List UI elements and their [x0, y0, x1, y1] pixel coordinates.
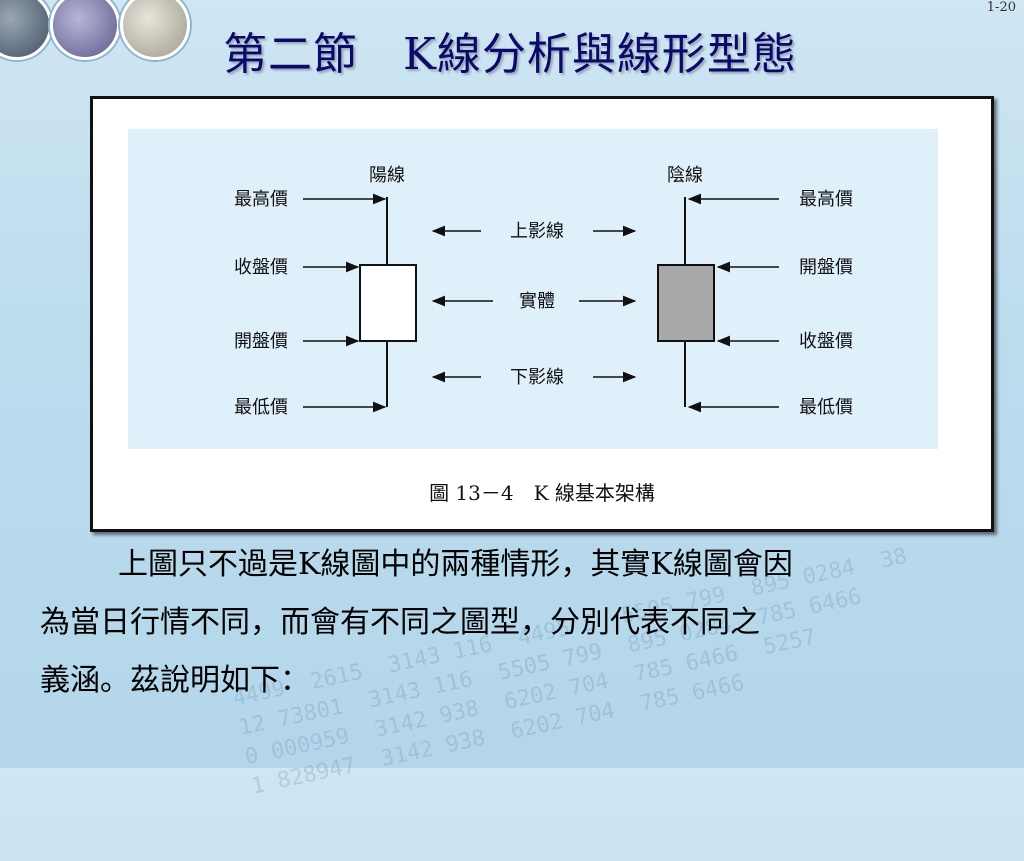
- slide-number: 1-20: [986, 0, 1016, 15]
- decorative-circle-image: [0, 0, 52, 60]
- figure-caption: 圖 13－4 K 線基本架構: [429, 481, 655, 505]
- candlestick-diagram: 陽線 陰線 最高價 收盤價 開盤價 最低價 最高價 開盤價 收盤價 最低價 上影…: [128, 129, 938, 449]
- right-label-high: 最高價: [799, 189, 853, 210]
- left-label-high: 最高價: [234, 189, 288, 210]
- decorative-circle-image: [50, 0, 120, 60]
- lower-shadow-label: 下影線: [510, 367, 564, 388]
- yang-line-label: 陽線: [369, 165, 405, 186]
- body-paragraph: 上圖只不過是K線圖中的兩種情形，其實K線圖會因 為當日行情不同，而會有不同之圖型…: [40, 536, 1020, 710]
- yin-candle-body: [657, 264, 715, 342]
- right-label-close: 收盤價: [799, 331, 853, 352]
- slide-title: 第二節 K線分析與線形型態: [223, 29, 797, 80]
- right-label-open: 開盤價: [799, 257, 853, 278]
- body-line: 上圖只不過是K線圖中的兩種情形，其實K線圖會因: [118, 547, 793, 582]
- decorative-circle-image: [120, 0, 190, 60]
- diagram-panel: [128, 129, 938, 449]
- right-label-low: 最低價: [799, 397, 853, 418]
- upper-shadow-label: 上影線: [510, 221, 564, 242]
- body-line: 義涵。茲說明如下：: [40, 663, 310, 698]
- left-label-close: 收盤價: [234, 257, 288, 278]
- yin-line-label: 陰線: [667, 165, 703, 186]
- yang-candle-body: [359, 264, 417, 342]
- left-label-low: 最低價: [234, 397, 288, 418]
- real-body-label: 實體: [519, 291, 555, 312]
- figure-frame: 陽線 陰線 最高價 收盤價 開盤價 最低價 最高價 開盤價 收盤價 最低價 上影…: [90, 96, 994, 532]
- left-label-open: 開盤價: [234, 331, 288, 352]
- body-line: 為當日行情不同，而會有不同之圖型，分別代表不同之: [40, 605, 760, 640]
